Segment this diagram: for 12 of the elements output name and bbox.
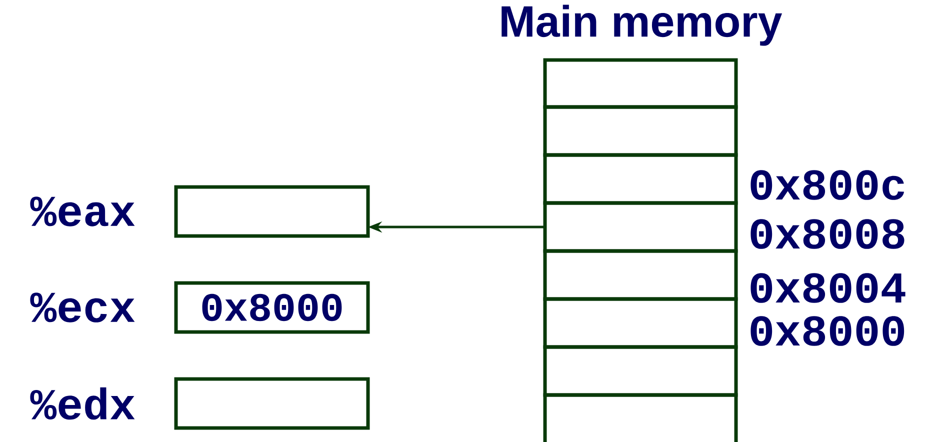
register-box xyxy=(174,185,370,238)
address-label: 0x800c xyxy=(750,170,904,200)
register-name: %eax xyxy=(30,196,135,226)
register-name: %ecx xyxy=(30,292,135,322)
address-label: 0x8008 xyxy=(750,219,904,249)
register-box: 0x8000 xyxy=(174,281,370,334)
address-label: 0x8000 xyxy=(750,316,904,346)
register-name: %edx xyxy=(30,387,135,420)
register-box xyxy=(174,377,370,430)
address-label: 0x8004 xyxy=(750,273,906,303)
memory-cell xyxy=(543,393,738,442)
memory-title: Main memory xyxy=(502,4,782,46)
